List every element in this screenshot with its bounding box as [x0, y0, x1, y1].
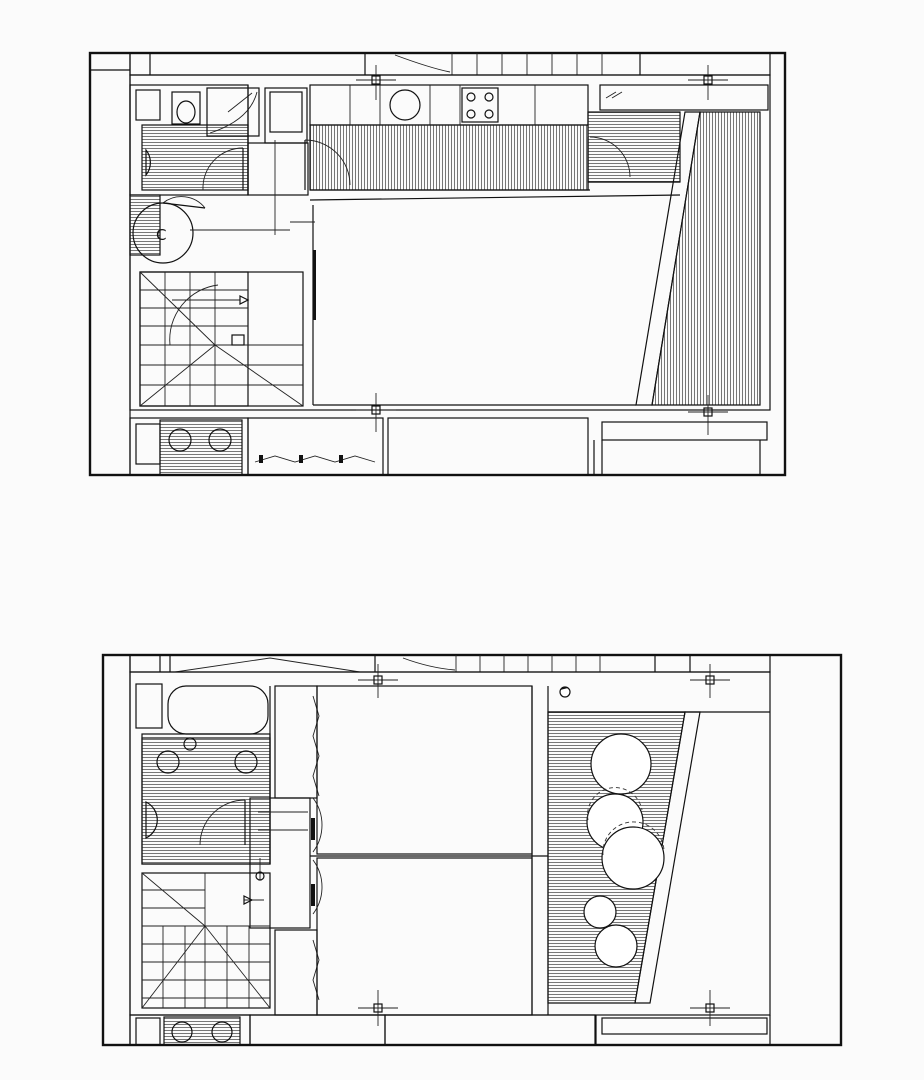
toilet-upper: [156, 750, 180, 774]
bidet: [145, 148, 151, 177]
plan-lower-level: C: [88, 51, 787, 477]
toilet: [171, 91, 201, 125]
kitchen-door-swing: [304, 139, 351, 186]
storage-door-swing: [589, 136, 631, 178]
stair-core-label: C: [156, 226, 166, 244]
bathtub: [167, 685, 269, 735]
cabinet: [264, 87, 308, 144]
bathroom-door-swing: [202, 147, 244, 191]
bidet-upper: [234, 750, 258, 774]
column-markers-upper: [358, 664, 730, 1026]
top-window-upper: [455, 655, 601, 672]
sink-upper: [135, 683, 163, 729]
sliding-panel: [313, 250, 316, 320]
wc-bidet: [208, 428, 232, 452]
bedroom-2-door-swing: [312, 859, 323, 915]
kitchen-sink: [389, 89, 421, 121]
stairs-upper: [141, 872, 271, 1009]
column-markers-lower: [356, 65, 728, 435]
shower-tray: [206, 87, 260, 137]
hatched-area-right: [651, 111, 761, 406]
stairs-lower: [139, 271, 304, 407]
top-window: [451, 53, 603, 75]
plan-upper-level: [101, 653, 843, 1047]
cooktop: [461, 87, 499, 123]
wardrobe: [247, 417, 384, 476]
bedroom-2: [316, 857, 533, 1016]
bedroom-1: [316, 685, 533, 855]
window-bench: [599, 84, 769, 111]
kitchen-counter: [309, 84, 589, 191]
wc-toilet: [168, 428, 192, 452]
spiral-stair-core: C: [129, 194, 315, 264]
wc-sink: [135, 423, 161, 465]
bedroom-1-door-swing: [312, 797, 323, 853]
circle-pattern: [583, 733, 665, 968]
sink: [135, 89, 161, 121]
entrance-door-swing: [394, 54, 451, 73]
